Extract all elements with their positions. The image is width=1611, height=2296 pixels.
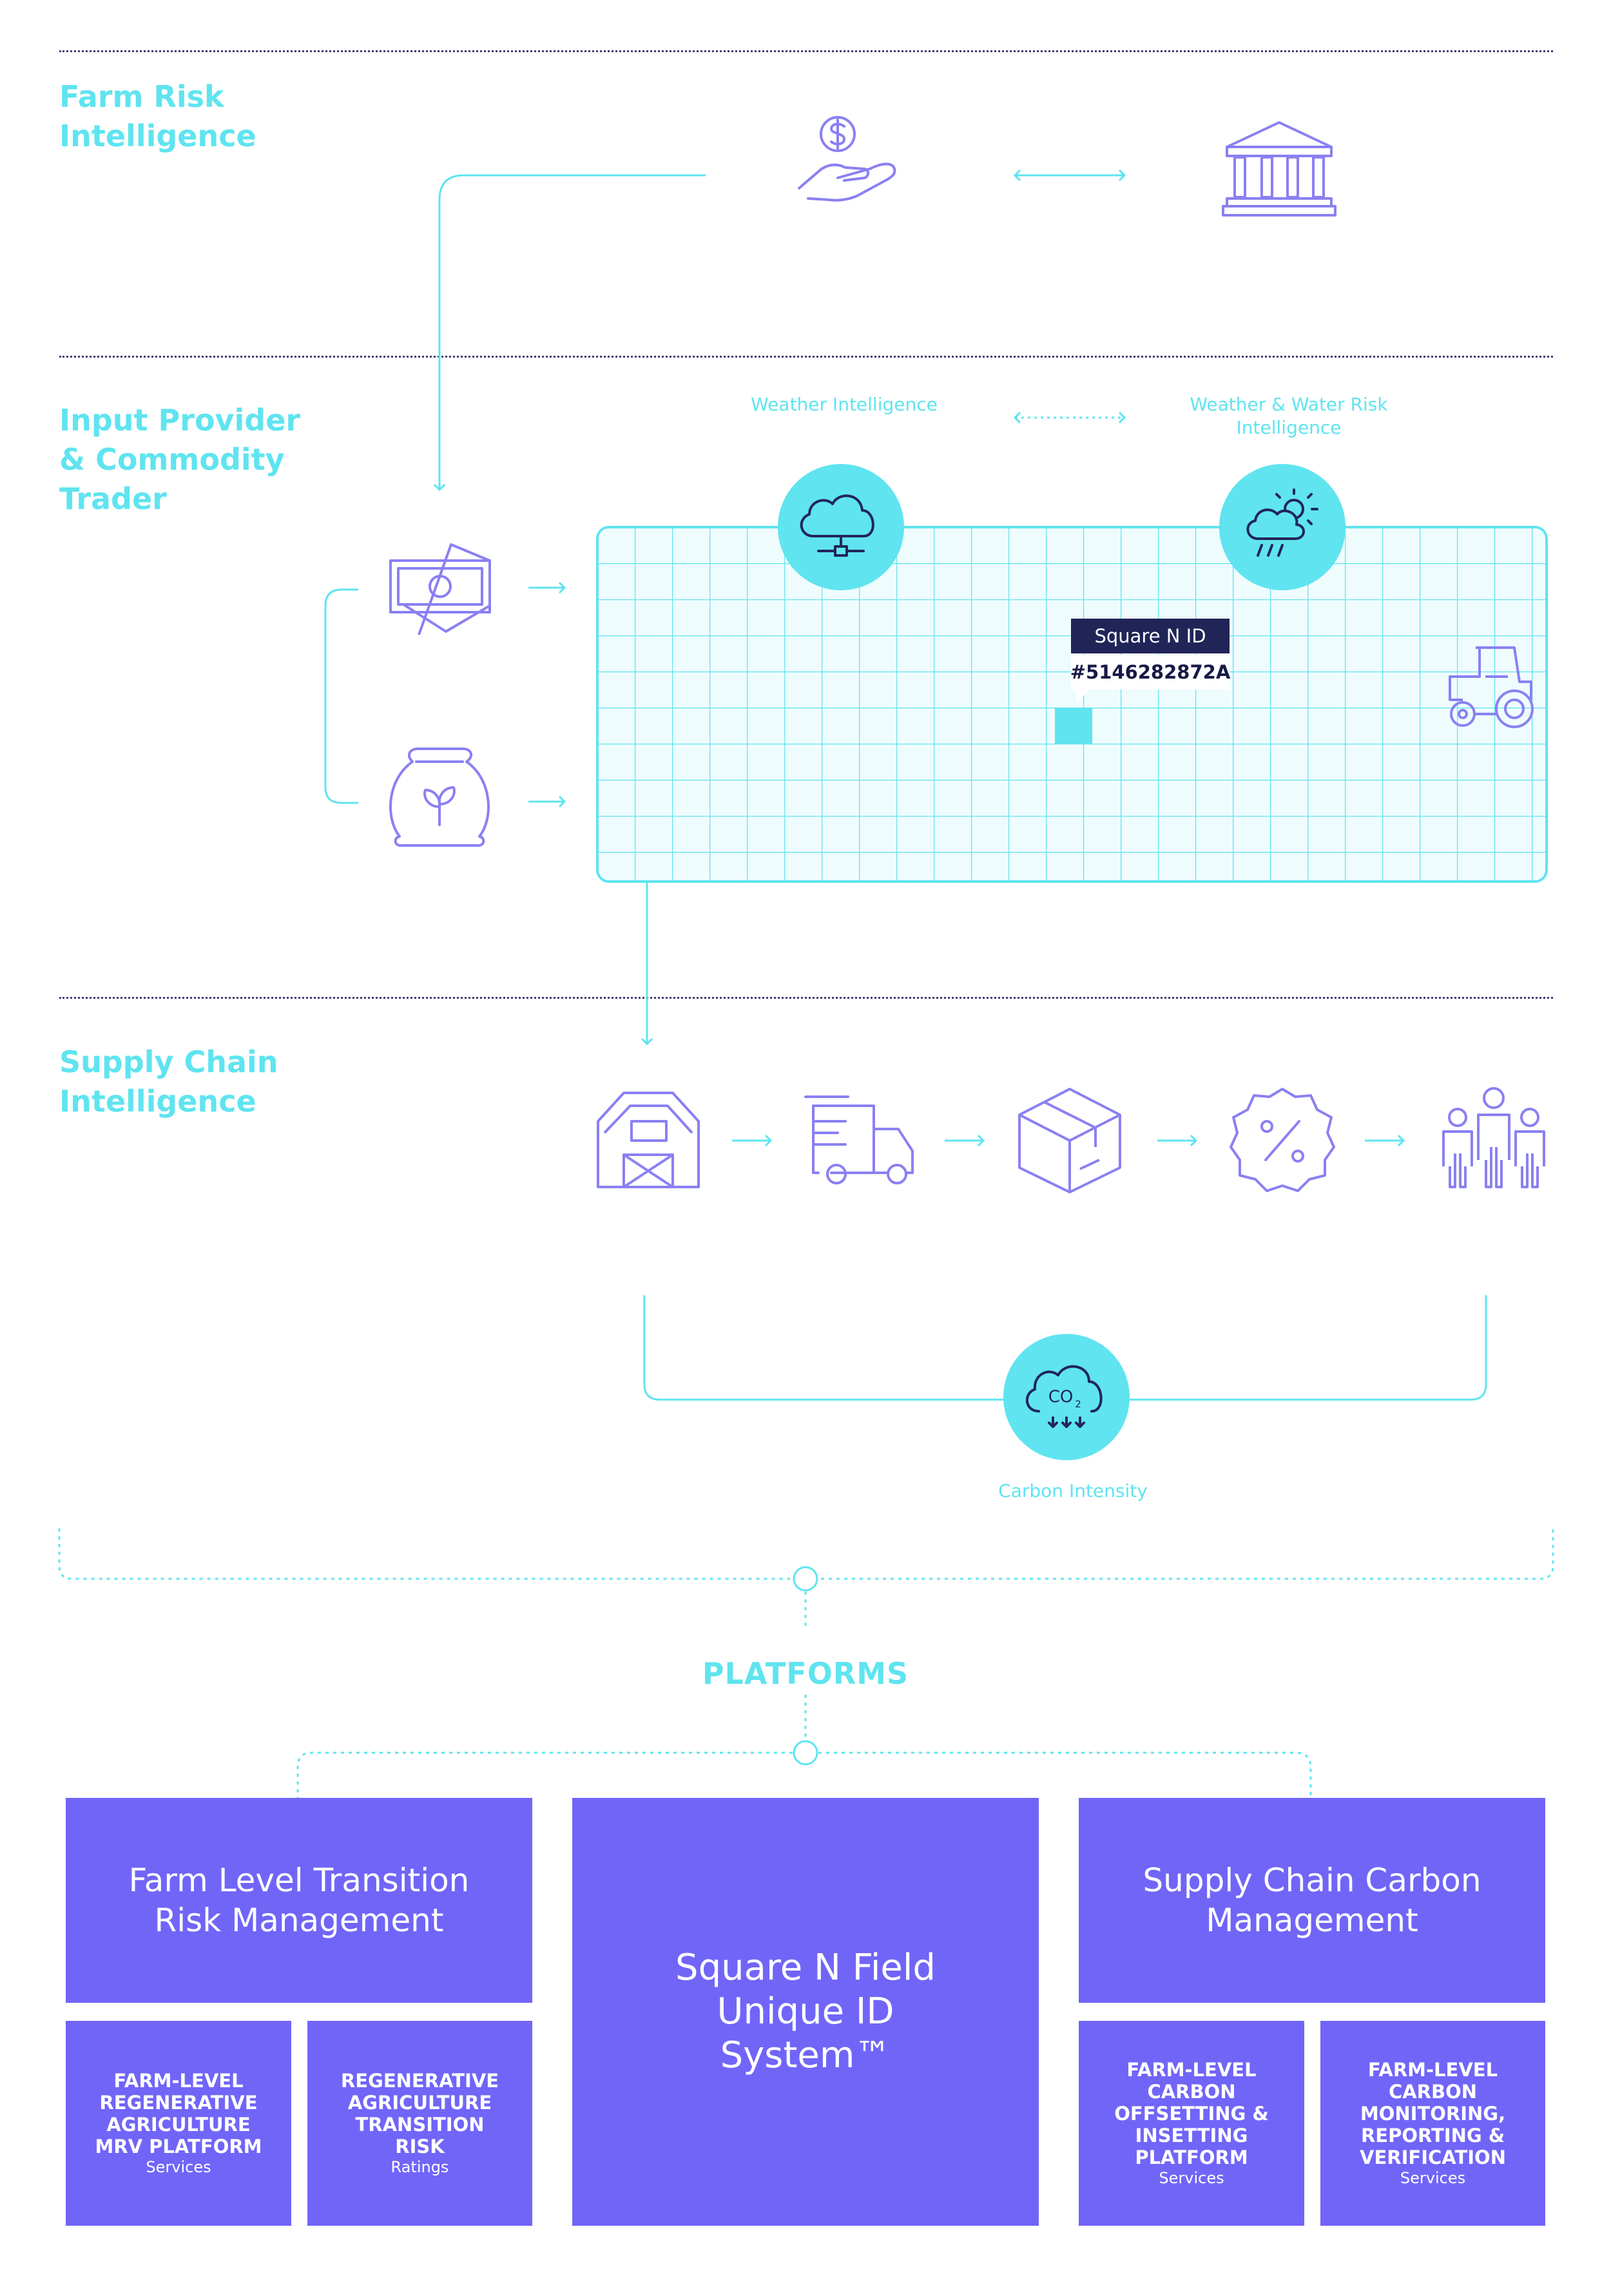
farm-risk-to-input-connector (439, 174, 706, 490)
section-title-input-provider: Input Provider & Commodity Trader (59, 403, 301, 516)
delivery-truck-icon (804, 1095, 914, 1184)
platforms-top-node (793, 1566, 818, 1592)
farm-level-transition-title: Farm Level Transition Risk Management (128, 1862, 470, 1939)
mrv-carbon-subtitle: Services (1400, 2169, 1466, 2187)
consumers-people-icon (1442, 1087, 1545, 1188)
square-n-id-system-title: Square N Field Unique ID System™ (675, 1947, 936, 2076)
divider-supply (59, 997, 1553, 999)
section-title-farm-risk: Farm Risk Intelligence (59, 79, 256, 153)
carbon-intensity-label: Carbon Intensity (998, 1480, 1148, 1501)
divider-input (59, 356, 1553, 358)
discount-badge-icon (1230, 1088, 1335, 1192)
square-n-id-system-box: Square N Field Unique ID System™ (572, 1798, 1039, 2226)
carbon-intensity-node: CO 2 (1003, 1334, 1130, 1460)
weather-water-node (1219, 464, 1346, 590)
hand-dollar-icon (798, 116, 896, 202)
mrv-carbon-box: FARM-LEVEL CARBON MONITORING, REPORTING … (1320, 2021, 1545, 2226)
package-box-icon (1018, 1088, 1121, 1193)
transition-risk-subtitle: Ratings (391, 2158, 449, 2176)
offsetting-platform-box: FARM-LEVEL CARBON OFFSETTING & INSETTING… (1079, 2021, 1304, 2226)
platforms-top-bracket (58, 1529, 1554, 1580)
barn-icon (597, 1092, 700, 1188)
co2-text: CO (1048, 1387, 1074, 1407)
offsetting-platform-subtitle: Services (1159, 2169, 1224, 2187)
tractor-icon (1449, 646, 1534, 728)
square-id-tag-title: Square N ID (1071, 619, 1230, 653)
mrv-platform-box: FARM-LEVEL REGENERATIVE AGRICULTURE MRV … (66, 2021, 291, 2226)
seed-bag-icon (389, 748, 490, 847)
money-bill-icon (389, 543, 491, 635)
supply-chain-carbon-box: Supply Chain Carbon Management (1079, 1798, 1545, 2003)
divider-top (59, 50, 1553, 52)
transition-risk-box: REGENERATIVE AGRICULTURE TRANSITION RISK… (307, 2021, 532, 2226)
offsetting-platform-title: FARM-LEVEL CARBON OFFSETTING & INSETTING… (1114, 2059, 1269, 2168)
mrv-carbon-title: FARM-LEVEL CARBON MONITORING, REPORTING … (1360, 2059, 1506, 2168)
bank-icon (1222, 121, 1336, 217)
platforms-title: PLATFORMS (702, 1656, 909, 1691)
highlighted-square (1055, 708, 1092, 744)
weather-intelligence-label: Weather Intelligence (751, 394, 938, 415)
square-tag-pointer (1076, 688, 1090, 704)
transition-risk-title: REGENERATIVE AGRICULTURE TRANSITION RISK (340, 2070, 499, 2157)
farm-level-transition-box: Farm Level Transition Risk Management (66, 1798, 532, 2003)
co2-subscript: 2 (1075, 1398, 1081, 1410)
input-bracket (324, 588, 358, 804)
square-id-tag-value: #5146282872A (1070, 655, 1230, 690)
field-grid (596, 526, 1548, 883)
weather-intelligence-node (778, 464, 904, 590)
supply-chain-carbon-title: Supply Chain Carbon Management (1143, 1862, 1481, 1939)
mrv-platform-title: FARM-LEVEL REGENERATIVE AGRICULTURE MRV … (95, 2070, 262, 2157)
platforms-bottom-bracket (296, 1751, 1312, 1798)
mrv-platform-subtitle: Services (146, 2158, 211, 2176)
platforms-bottom-node (793, 1740, 818, 1766)
section-title-supply-chain: Supply Chain Intelligence (59, 1045, 278, 1119)
weather-water-risk-label: Weather & Water Risk Intelligence (1190, 394, 1388, 438)
